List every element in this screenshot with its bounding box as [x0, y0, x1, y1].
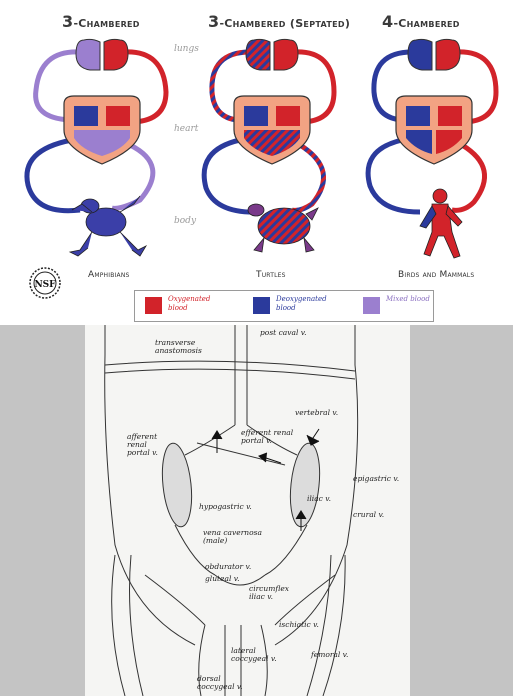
- left-kidney: [159, 442, 196, 528]
- label-femoral: femoral v.: [311, 651, 348, 659]
- label-vena-cavernosa: vena cavernosa (male): [203, 529, 262, 545]
- label-afferent-renal-portal: afferent renal portal v.: [127, 433, 158, 457]
- caption-birds-mammals: Birds and Mammals: [398, 270, 474, 280]
- legend-swatch-mixed: [363, 297, 380, 314]
- label-vertebral: vertebral v.: [295, 409, 338, 417]
- column-title-amphibians: 3-Chambered: [62, 12, 140, 31]
- caption-amphibians: Amphibians: [88, 270, 130, 280]
- mammal-right-lung: [436, 39, 460, 70]
- label-epigastric: epigastric v.: [353, 475, 399, 483]
- column-title-turtles: 3-Chambered (Septated): [208, 12, 350, 31]
- amphibian-right-lung: [104, 39, 128, 70]
- blood-type-legend: Oxygenated blood Deoxygenated blood Mixe…: [134, 290, 434, 322]
- right-kidney: [287, 442, 324, 528]
- label-transverse-anastomosis: transverse anastomosis: [155, 339, 202, 355]
- mammal-body-loop-right: [452, 145, 485, 210]
- human-silhouette: [420, 189, 462, 258]
- label-circumflex-iliac: circumflex iliac v.: [249, 585, 289, 601]
- caption-turtles: Turtles: [256, 270, 286, 280]
- turtle-body-loop-right: [292, 145, 324, 210]
- amphibian-right-atrium: [74, 106, 98, 126]
- row-label-body: body: [174, 216, 196, 226]
- legend-label-oxygenated: Oxygenated blood: [168, 295, 216, 313]
- amphibian-diagram: [27, 39, 166, 256]
- turtle-right-atrium: [244, 106, 268, 126]
- arrow-down-right: [307, 429, 319, 445]
- label-iliac: iliac v.: [307, 495, 331, 503]
- renal-portal-vein-diagram: post caval v. transverse anastomosis ver…: [85, 325, 410, 696]
- label-post-caval: post caval v.: [260, 329, 306, 337]
- mammal-left-lung: [408, 39, 432, 70]
- iliac-veins: [145, 575, 335, 625]
- amphibian-left-atrium: [106, 106, 130, 126]
- label-ischiatic: ischiatic v.: [279, 621, 319, 629]
- post-caval-vein: [235, 325, 247, 425]
- column-title-mammals: 4-Chambered: [382, 12, 460, 31]
- turtle-right-lung: [274, 39, 298, 70]
- row-label-heart: heart: [174, 124, 198, 134]
- mammal-diagram: [368, 39, 496, 258]
- label-efferent-renal-portal: efferent renal portal v.: [241, 429, 293, 445]
- label-hypogastric: hypogastric v.: [199, 503, 252, 511]
- legend-swatch-deoxygenated: [253, 297, 270, 314]
- mammal-left-atrium: [438, 106, 462, 126]
- amphibian-left-lung: [76, 39, 100, 70]
- label-crural: crural v.: [353, 511, 384, 519]
- nsf-logo: NSF: [28, 266, 62, 300]
- mammal-right-atrium: [406, 106, 430, 126]
- label-dorsal-coccygeal: dorsal coccygeal v.: [197, 675, 243, 691]
- turtle-left-atrium: [276, 106, 300, 126]
- turtle-diagram: [204, 39, 334, 252]
- nsf-logo-text: NSF: [34, 280, 56, 290]
- label-lateral-coccygeal: lateral coccygeal v.: [231, 647, 277, 663]
- circulation-comparison-figure: 3-Chambered 3-Chambered (Septated) 4-Cha…: [0, 0, 513, 325]
- turtle-silhouette: [248, 204, 318, 252]
- turtle-left-lung: [246, 39, 270, 70]
- legend-label-deoxygenated: Deoxygenated blood: [276, 295, 324, 313]
- label-gluteal: gluteal v.: [205, 575, 239, 583]
- label-obdurator: obdurator v.: [205, 563, 251, 571]
- row-label-lungs: lungs: [174, 44, 199, 54]
- legend-label-mixed: Mixed blood: [386, 295, 434, 304]
- legend-swatch-oxygenated: [145, 297, 162, 314]
- amphibian-body-loop-left: [27, 140, 80, 211]
